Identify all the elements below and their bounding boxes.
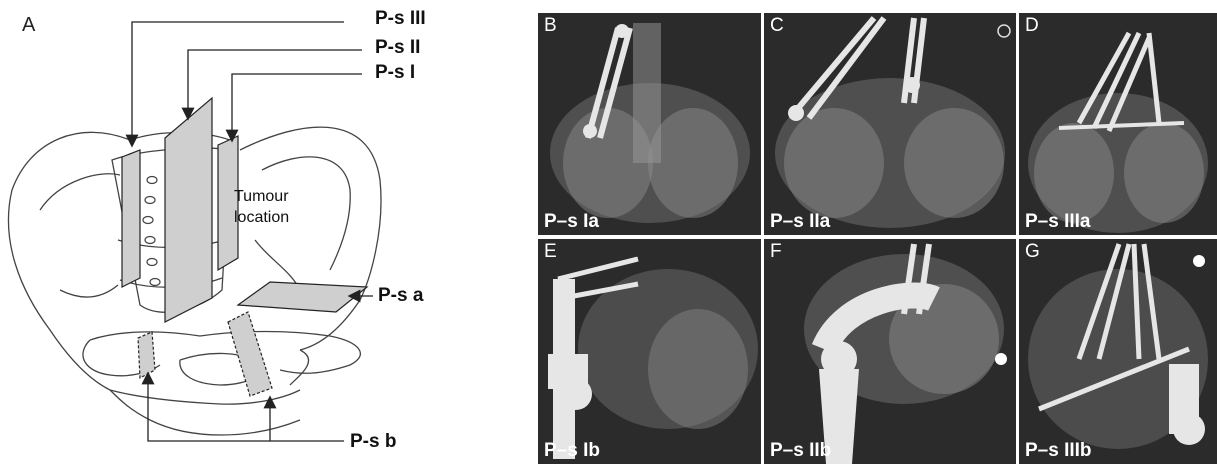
plane-ps-ii xyxy=(165,98,212,322)
xray-image-d xyxy=(1019,13,1217,235)
label-ps-i: P-s I xyxy=(375,62,415,84)
xray-grid: B P–s Ia C P–s IIa xyxy=(538,13,1217,464)
plane-ps-a xyxy=(238,282,367,312)
xray-panel-g: G P–s IIIb xyxy=(1019,239,1217,464)
plane-ps-iii xyxy=(122,150,140,287)
tumour-label-line2: location xyxy=(234,207,289,228)
caption-ps-iiia: P–s IIIa xyxy=(1025,211,1091,233)
caption-ps-iiib: P–s IIIb xyxy=(1025,440,1092,462)
label-ps-iii: P-s III xyxy=(375,8,426,30)
xray-panel-f: F P–s IIb xyxy=(764,239,1016,464)
panel-letter-d: D xyxy=(1025,15,1039,37)
panel-letter-b: B xyxy=(544,15,557,37)
xray-panel-e: E P–s Ib xyxy=(538,239,761,464)
panel-letter-e: E xyxy=(544,241,557,263)
xray-image-f xyxy=(764,239,1016,464)
xray-panel-d: D P–s IIIa xyxy=(1019,13,1217,235)
label-ps-a: P-s a xyxy=(378,285,423,307)
pelvis-schematic xyxy=(0,0,538,464)
label-ps-b: P-s b xyxy=(350,431,396,453)
plane-ps-b-left xyxy=(138,332,155,378)
xray-image-g xyxy=(1019,239,1217,464)
caption-ps-iia: P–s IIa xyxy=(770,211,830,233)
tumour-location-label: Tumour location xyxy=(234,186,289,228)
xray-image-c xyxy=(764,13,1016,235)
panel-letter-c: C xyxy=(770,15,784,37)
caption-ps-iib: P–s IIb xyxy=(770,440,831,462)
label-ps-ii: P-s II xyxy=(375,37,420,59)
panel-letter-g: G xyxy=(1025,241,1040,263)
panel-letter-a: A xyxy=(22,14,35,37)
xray-panel-c: C P–s IIa xyxy=(764,13,1016,235)
caption-ps-ia: P–s Ia xyxy=(544,211,599,233)
xray-image-b xyxy=(538,13,761,235)
xray-image-e xyxy=(538,239,761,464)
caption-ps-ib: P–s Ib xyxy=(544,440,600,462)
panel-letter-f: F xyxy=(770,241,782,263)
tumour-label-line1: Tumour xyxy=(234,186,289,207)
xray-panel-b: B P–s Ia xyxy=(538,13,761,235)
